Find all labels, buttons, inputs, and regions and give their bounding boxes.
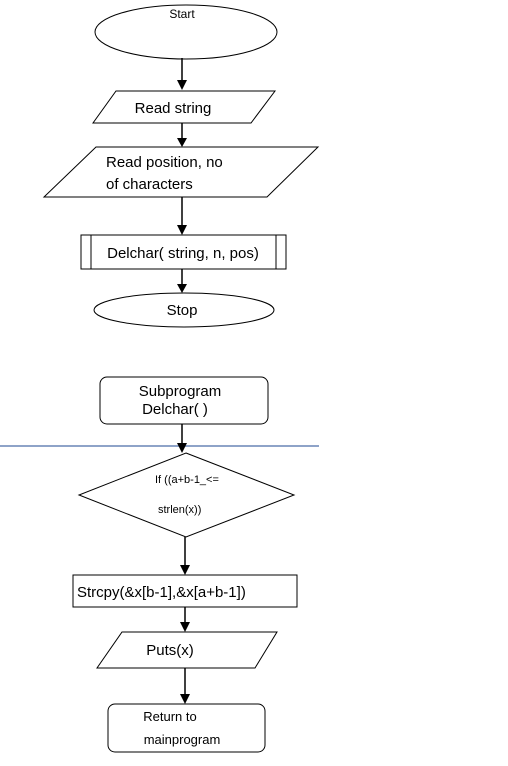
- return-label-line-1: Return to: [143, 709, 196, 724]
- read-position-label-line-2: of characters: [106, 176, 193, 193]
- delchar-call-label: Delchar( string, n, pos): [107, 245, 259, 262]
- arrowhead-start-to-read-string: [177, 80, 187, 90]
- arrowhead-condition-to-strcpy: [180, 565, 190, 575]
- start-terminator: [94, 4, 278, 60]
- subprogram-box: [99, 376, 269, 425]
- read-string-label: Read string: [135, 100, 212, 117]
- return-label-line-2: mainprogram: [144, 732, 221, 747]
- return-box: [107, 703, 266, 753]
- puts-parallelogram: [96, 631, 278, 669]
- arrowhead-delchar-to-stop: [177, 284, 187, 293]
- stop-terminator: [93, 292, 275, 328]
- stop-label: Stop: [167, 302, 198, 319]
- read-position-parallelogram: [42, 146, 320, 198]
- arrowhead-read-string-to-read-position: [177, 138, 187, 147]
- delchar-call-process: [80, 234, 287, 270]
- condition-label-line-1: If ((a+b-1_<=: [155, 474, 219, 486]
- strcpy-process: [72, 574, 298, 608]
- arrowhead-puts-to-return: [180, 694, 190, 704]
- strcpy-label: Strcpy(&x[b-1],&x[a+b-1]): [77, 584, 246, 601]
- condition-label-line-2: strlen(x)): [158, 504, 201, 516]
- arrowhead-subprogram-to-condition: [177, 443, 187, 453]
- read-position-label-line-1: Read position, no: [106, 154, 223, 171]
- puts-label: Puts(x): [146, 642, 194, 659]
- subprogram-title-line-2: Delchar( ): [142, 401, 208, 418]
- read-string-parallelogram: [92, 90, 276, 124]
- arrowhead-read-position-to-delchar: [177, 225, 187, 235]
- arrowhead-strcpy-to-puts: [180, 622, 190, 632]
- condition-diamond: [77, 452, 296, 538]
- subprogram-title-line-1: Subprogram: [139, 383, 222, 400]
- start-label: Start: [169, 7, 195, 21]
